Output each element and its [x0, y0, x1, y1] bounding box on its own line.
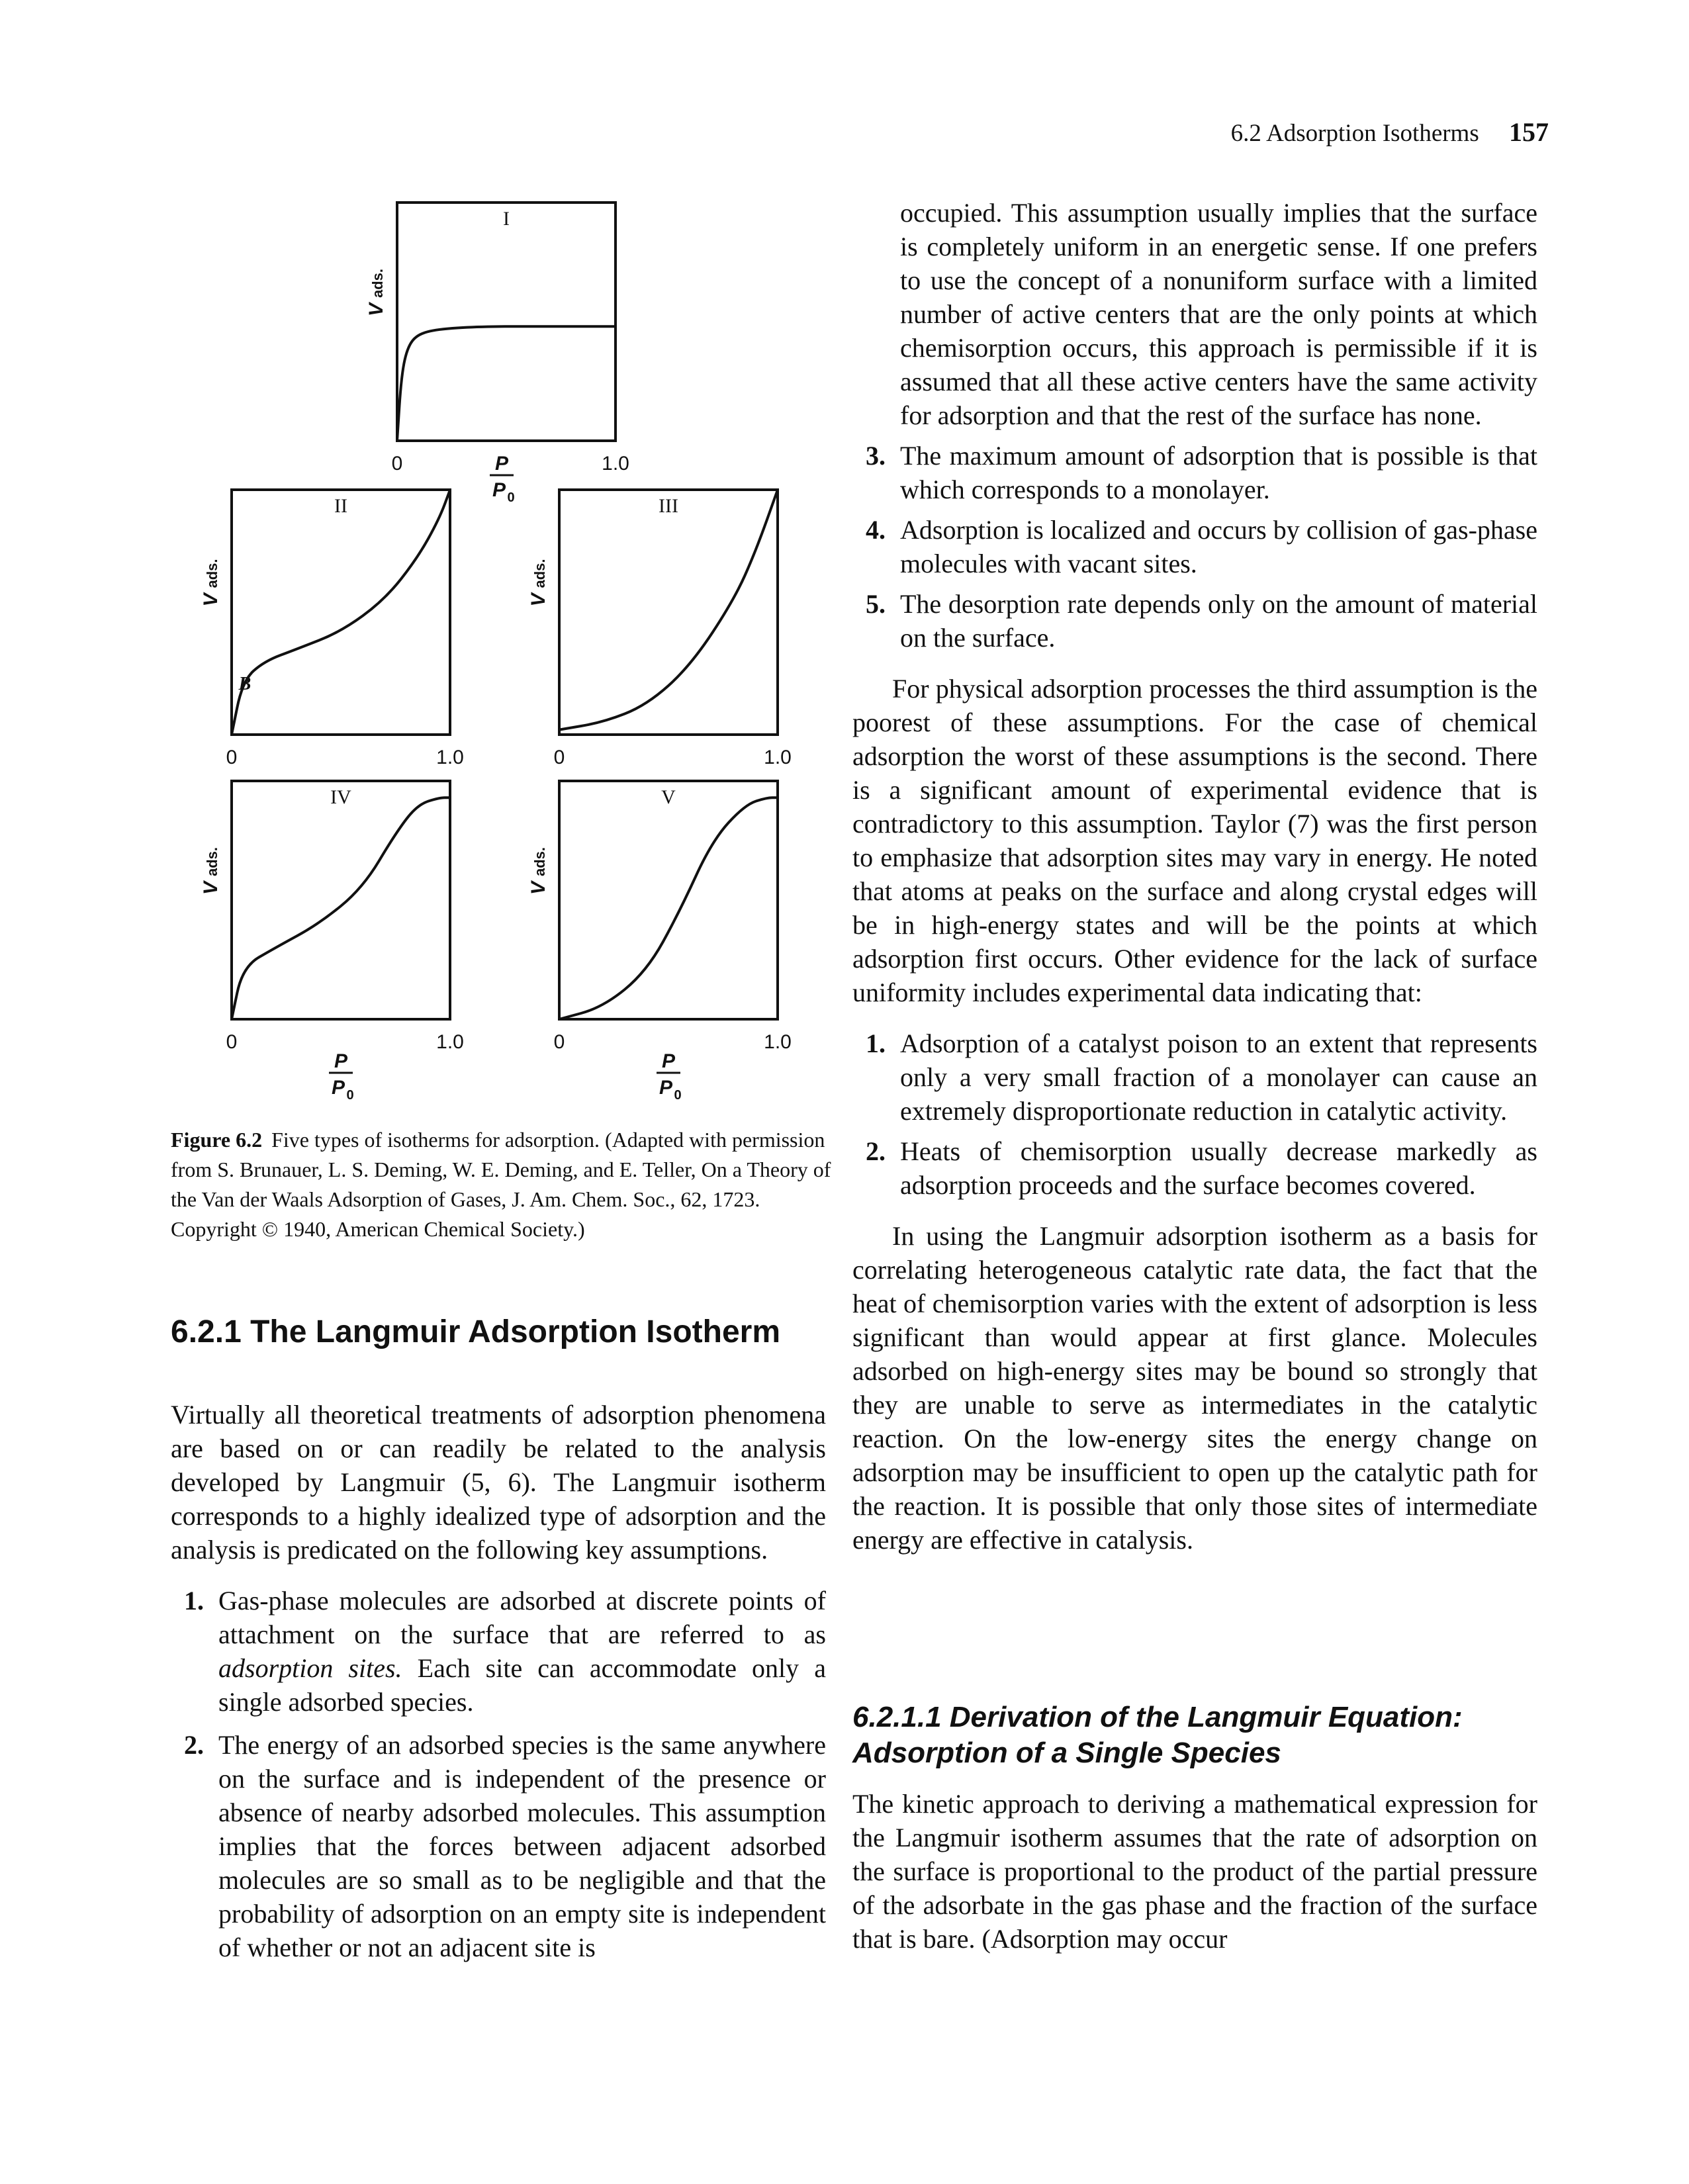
y-axis-label: V	[527, 592, 549, 607]
y-axis-label: V	[200, 880, 222, 895]
list-item: 2. The energy of an adsorbed species is …	[184, 1730, 826, 1962]
point-b-label: B	[238, 674, 251, 694]
panel-label: II	[334, 495, 347, 517]
emphasis-term: adsorption sites.	[218, 1653, 402, 1683]
panel-label: IV	[330, 786, 351, 808]
list-item: 5. The desorption rate depends only on t…	[866, 589, 1537, 653]
x-axis-label-top-num: P	[495, 453, 509, 475]
panel-frame	[230, 780, 451, 1021]
list-item: 3. The maximum amount of adsorption that…	[866, 441, 1537, 504]
list-item: 4. Adsorption is localized and occurs by…	[866, 515, 1537, 578]
panel-label: V	[661, 786, 676, 808]
panel-frame	[230, 488, 451, 736]
panel-frame	[558, 780, 779, 1021]
x-tick-label: 0	[226, 747, 238, 768]
caption-text: Five types of isotherms for adsorption. …	[171, 1128, 831, 1241]
panel-frame	[558, 488, 779, 736]
intro-paragraph: Virtually all theoretical treatments of …	[171, 1400, 826, 1565]
caption-label: Figure 6.2	[171, 1128, 263, 1152]
x-tick-label: 0	[554, 747, 565, 768]
paragraph-langmuir-basis: In using the Langmuir adsorption isother…	[852, 1221, 1537, 1555]
x-tick-label: 1.0	[764, 747, 792, 768]
y-axis-label: V	[527, 880, 549, 895]
list-item: 1. Adsorption of a catalyst poison to an…	[866, 1028, 1537, 1126]
assumption-list-a: 1. Gas-phase molecules are adsorbed at d…	[171, 1584, 826, 1964]
list-item: occupied. This assumption usually implie…	[900, 198, 1537, 430]
paragraph-physical-adsorption: For physical adsorption processes the th…	[852, 674, 1537, 1007]
y-axis-label: V	[200, 592, 222, 607]
x-axis-label-top-den: P	[492, 479, 506, 501]
evidence-list: 1. Adsorption of a catalyst poison to an…	[852, 1026, 1537, 1202]
running-title: 6.2 Adsorption Isotherms	[1230, 120, 1479, 147]
isotherm-curve	[230, 488, 452, 736]
y-axis-subscript: ads.	[531, 559, 548, 588]
list-item: 1. Gas-phase molecules are adsorbed at d…	[184, 1586, 826, 1717]
x-axis-label-right-num: P	[662, 1050, 676, 1072]
x-tick-label: 1.0	[436, 747, 464, 768]
x-axis-label-top-den-sub: 0	[507, 490, 514, 505]
y-axis-subscript: ads.	[531, 847, 548, 876]
x-axis-label-right-den-sub: 0	[674, 1088, 681, 1103]
x-tick-label: 0	[226, 1031, 238, 1053]
x-tick-label: 1.0	[764, 1031, 792, 1053]
assumption-list-b: occupied. This assumption usually implie…	[852, 196, 1537, 655]
isotherm-curve	[230, 796, 452, 1021]
y-axis-subscript: ads.	[204, 559, 220, 588]
left-column-body: Virtually all theoretical treatments of …	[171, 1398, 826, 1964]
panel-frame	[396, 201, 617, 442]
y-axis-subscript: ads.	[204, 847, 220, 876]
isotherm-curve	[396, 325, 617, 442]
x-axis-label-left-den: P	[332, 1077, 345, 1099]
x-axis-label-right-den: P	[659, 1077, 673, 1099]
x-tick-label: 0	[554, 1031, 565, 1053]
y-axis-subscript: ads.	[369, 269, 386, 298]
isotherm-curve	[558, 796, 780, 1021]
page-number: 157	[1509, 117, 1549, 147]
x-axis-label-left-den-sub: 0	[346, 1088, 353, 1103]
x-axis-label-left-num: P	[334, 1050, 348, 1072]
right-column-body: occupied. This assumption usually implie…	[852, 196, 1537, 1557]
panel-label: I	[503, 208, 510, 230]
panel-label: III	[659, 495, 678, 517]
x-tick-label: 1.0	[436, 1031, 464, 1053]
x-tick-label: 0	[392, 453, 403, 475]
running-head: 6.2 Adsorption Isotherms 157	[1205, 116, 1549, 148]
list-item: 2. Heats of chemisorption usually decrea…	[866, 1136, 1537, 1200]
right-column-body-lower: The kinetic approach to deriving a mathe…	[852, 1787, 1537, 1956]
section-heading: 6.2.1 The Langmuir Adsorption Isotherm	[171, 1314, 780, 1349]
subsection-heading: 6.2.1.1 Derivation of the Langmuir Equat…	[852, 1701, 1463, 1769]
paragraph-kinetic-approach: The kinetic approach to deriving a mathe…	[852, 1789, 1537, 1954]
y-axis-label: V	[365, 301, 387, 316]
isotherm-curve	[558, 488, 779, 731]
x-tick-label: 1.0	[602, 453, 629, 475]
